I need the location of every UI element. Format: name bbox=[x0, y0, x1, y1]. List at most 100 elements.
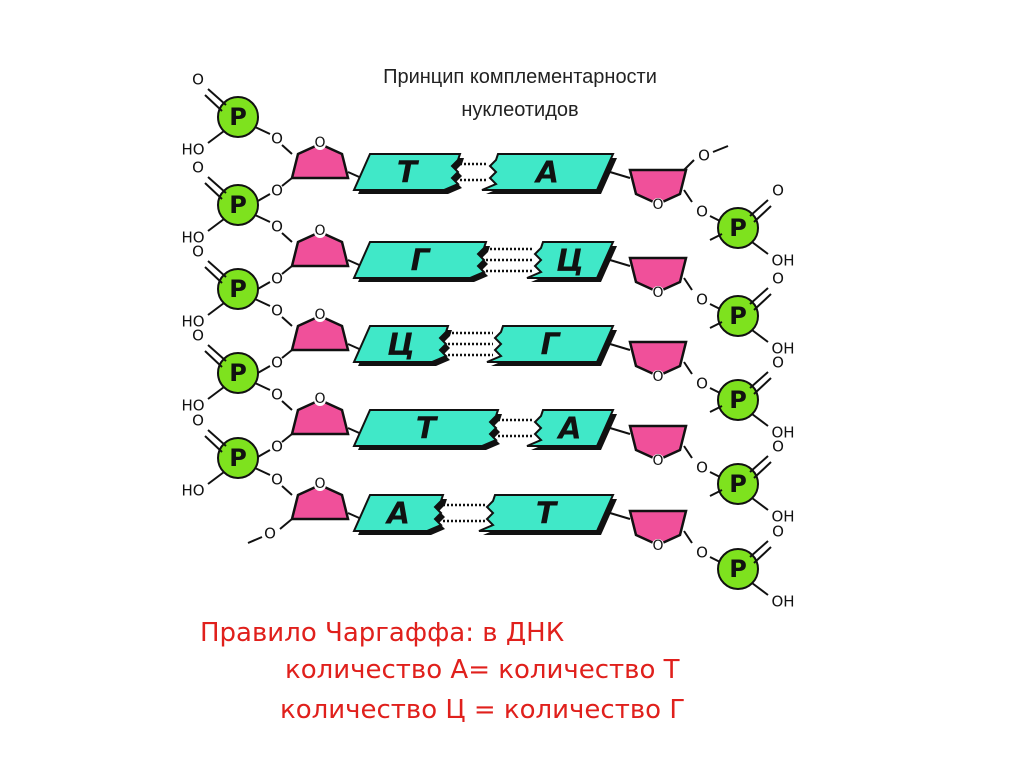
bond-line bbox=[683, 159, 695, 171]
ring-oxygen-label: O bbox=[652, 197, 663, 213]
phosphate-label: P bbox=[229, 444, 247, 472]
oxygen-label: O bbox=[271, 270, 283, 288]
title-line-2: нуклеотидов bbox=[461, 99, 579, 121]
bond-line bbox=[712, 145, 729, 153]
phosphate-label: P bbox=[229, 275, 247, 303]
double-bond bbox=[207, 260, 227, 278]
oxygen-label: O bbox=[772, 182, 784, 200]
phosphate-label: P bbox=[229, 103, 247, 131]
ring-oxygen-dot bbox=[652, 286, 664, 298]
ring-oxygen-label: O bbox=[652, 453, 663, 469]
bond-line bbox=[254, 467, 271, 476]
hydroxyl-label: HO bbox=[181, 229, 204, 247]
double-bond bbox=[749, 287, 769, 305]
ring-oxygen-dot bbox=[314, 479, 326, 491]
double-bond bbox=[753, 293, 772, 311]
bond-line bbox=[281, 485, 293, 496]
oxygen-label: O bbox=[772, 523, 784, 541]
double-bond bbox=[749, 371, 769, 389]
hydroxyl-label: HO bbox=[181, 482, 204, 500]
base-right-letter: А bbox=[534, 156, 559, 191]
phosphate-label: P bbox=[229, 359, 247, 387]
oxygen-label: O bbox=[271, 182, 283, 200]
ring-oxygen-label: O bbox=[652, 285, 663, 301]
oxygen-label: O bbox=[271, 218, 283, 236]
bond-line bbox=[683, 445, 693, 459]
base-right-letter: Ц bbox=[556, 244, 584, 279]
ring-oxygen-label: O bbox=[314, 476, 325, 492]
base-left-letter: Т bbox=[416, 412, 439, 447]
title-line-1: Принцип комплементарности bbox=[383, 66, 657, 88]
bond-line bbox=[709, 489, 723, 497]
bond-line bbox=[207, 302, 225, 316]
phosphate-label: P bbox=[229, 191, 247, 219]
oxygen-label: O bbox=[772, 438, 784, 456]
double-bond bbox=[749, 540, 769, 558]
ring-oxygen-dot bbox=[314, 226, 326, 238]
base-left-letter: Ц bbox=[387, 328, 415, 363]
bond-line bbox=[207, 130, 225, 144]
bond-line bbox=[751, 582, 769, 596]
double-bond bbox=[204, 266, 223, 284]
bond-line bbox=[254, 382, 271, 391]
double-bond bbox=[749, 455, 769, 473]
bond-line bbox=[281, 349, 293, 359]
double-bond bbox=[207, 88, 227, 106]
double-bond bbox=[753, 205, 772, 223]
oxygen-label: O bbox=[264, 525, 276, 543]
hydroxyl-label: OH bbox=[771, 508, 794, 526]
double-bond bbox=[207, 429, 227, 447]
oxygen-label: O bbox=[271, 386, 283, 404]
oxygen-label: O bbox=[192, 243, 204, 261]
phosphate-circle bbox=[717, 207, 759, 249]
bond-line bbox=[281, 232, 293, 243]
ring-oxygen-label: O bbox=[314, 307, 325, 323]
bond-line bbox=[207, 218, 225, 232]
hydroxyl-label: OH bbox=[771, 424, 794, 442]
phosphate-label: P bbox=[729, 214, 747, 242]
bond-line bbox=[683, 361, 693, 375]
oxygen-label: O bbox=[696, 291, 708, 309]
oxygen-label: O bbox=[271, 130, 283, 148]
base-right-letter: Т bbox=[536, 497, 559, 532]
bond-line bbox=[254, 298, 271, 307]
oxygen-label: O bbox=[698, 147, 710, 165]
oxygen-label: O bbox=[772, 354, 784, 372]
ring-oxygen-label: O bbox=[314, 135, 325, 151]
ring-oxygen-dot bbox=[314, 310, 326, 322]
bond-line bbox=[683, 189, 693, 203]
glycosidic-bond bbox=[609, 427, 631, 435]
oxygen-label: O bbox=[192, 327, 204, 345]
oxygen-label: O bbox=[271, 354, 283, 372]
ring-oxygen-dot bbox=[652, 198, 664, 210]
bond-line bbox=[281, 144, 293, 155]
bond-line bbox=[709, 405, 723, 413]
bond-line bbox=[709, 233, 723, 241]
chargaff-rule-line-3: количество Ц = количество Г bbox=[280, 695, 686, 725]
base-right bbox=[486, 325, 615, 363]
bond-line bbox=[254, 214, 271, 223]
bond-line bbox=[279, 518, 293, 530]
bond-line bbox=[281, 316, 293, 327]
hydroxyl-label: HO bbox=[181, 397, 204, 415]
base-left bbox=[352, 153, 462, 191]
base-left-letter: Т bbox=[397, 156, 420, 191]
double-bond bbox=[207, 176, 227, 194]
base-left bbox=[352, 494, 445, 532]
chargaff-rule-line-1: Правило Чаргаффа: в ДНК bbox=[200, 618, 565, 648]
bond-line bbox=[281, 400, 293, 411]
double-bond bbox=[753, 377, 772, 395]
ring-oxygen-label: O bbox=[314, 391, 325, 407]
base-right-letter: Г bbox=[540, 328, 561, 363]
base-right bbox=[481, 153, 615, 191]
deoxyribose-sugar bbox=[628, 424, 688, 462]
base-right bbox=[526, 241, 615, 279]
bond-line bbox=[683, 530, 693, 544]
phosphate-circle bbox=[217, 437, 259, 479]
glycosidic-bond bbox=[609, 512, 631, 520]
phosphate-label: P bbox=[729, 302, 747, 330]
bond-line bbox=[751, 497, 769, 511]
ring-oxygen-dot bbox=[314, 394, 326, 406]
bond-line bbox=[207, 386, 225, 400]
